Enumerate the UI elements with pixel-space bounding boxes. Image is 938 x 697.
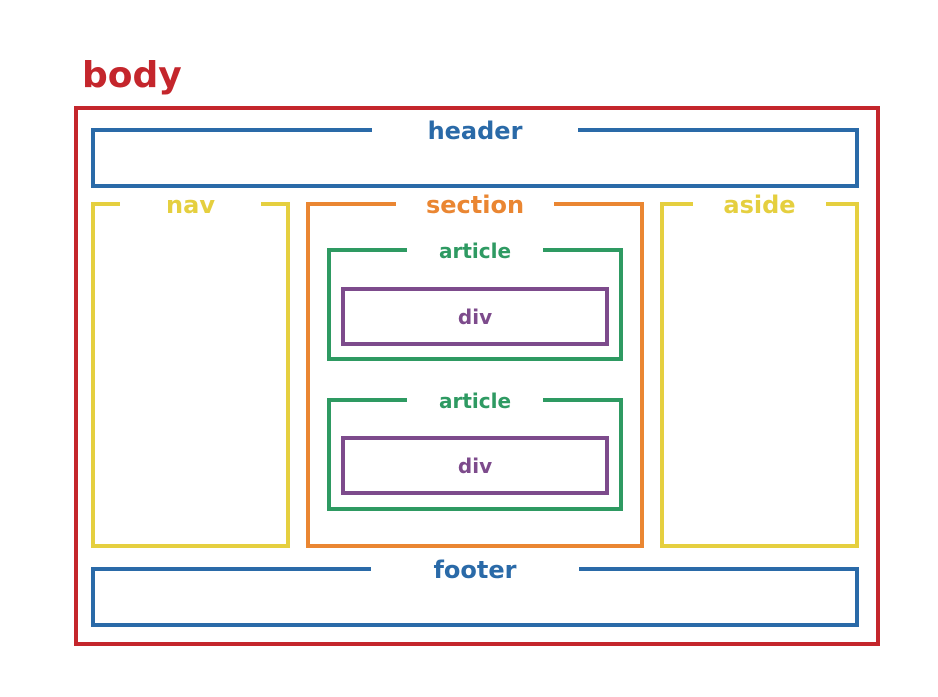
footer-label: footer (371, 556, 579, 584)
article-box-2: article (327, 389, 623, 511)
nav-label: nav (120, 191, 261, 219)
footer-box: footer (91, 556, 859, 627)
div-box-2: div (341, 436, 609, 495)
aside-label: aside (693, 191, 826, 219)
article-label-2: article (406, 389, 544, 413)
article-box-1: article (327, 239, 623, 361)
section-box: section (306, 191, 644, 548)
div-label-2: div (457, 453, 493, 478)
div-box-1: div (341, 287, 609, 346)
section-label: section (395, 191, 555, 219)
article-label-1: article (406, 239, 544, 263)
body-box (74, 106, 880, 646)
div-label-1: div (457, 304, 493, 329)
header-box: header (91, 117, 859, 188)
body-label: body (82, 55, 182, 96)
nav-box: nav (91, 191, 290, 548)
aside-box: aside (660, 191, 859, 548)
header-label: header (371, 117, 579, 145)
